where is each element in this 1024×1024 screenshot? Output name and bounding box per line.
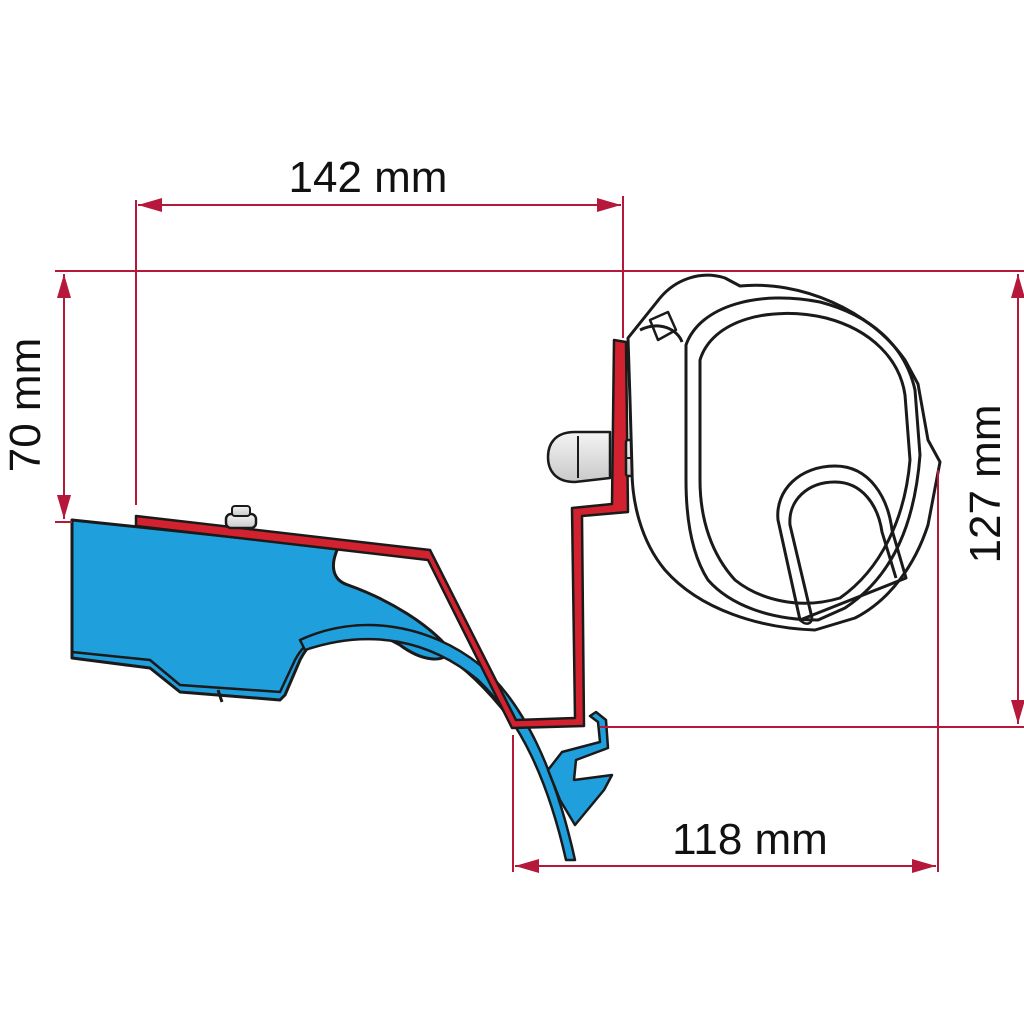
arrow-127-top xyxy=(1011,274,1024,298)
dimension-label-127: 127 mm xyxy=(961,405,1010,564)
cassette-inner-panel xyxy=(698,311,912,605)
roof-screw xyxy=(216,689,224,703)
fabric-slot-end xyxy=(799,617,814,625)
dimension-lines xyxy=(55,196,1024,872)
cassette-inner-shell xyxy=(684,296,922,622)
fabric-roller-outer xyxy=(776,464,908,622)
arrow-70-top xyxy=(57,274,71,298)
dimension-label-70: 70 mm xyxy=(1,338,50,472)
arrow-127-bottom xyxy=(1011,700,1024,724)
arrow-70-bottom xyxy=(57,495,71,519)
fabric-roller-inner xyxy=(788,480,898,619)
awning-cassette xyxy=(626,273,942,632)
cassette-slot xyxy=(648,310,678,342)
dimension-label-142: 142 mm xyxy=(289,153,448,202)
arrow-142-left xyxy=(138,198,162,212)
arrow-118-left xyxy=(515,859,539,873)
arrow-118-right xyxy=(912,859,936,873)
vehicle-roof-profile xyxy=(70,518,614,862)
roof-bolt xyxy=(224,505,258,530)
rain-gutter-profile xyxy=(546,710,614,827)
cassette-lip xyxy=(639,324,684,343)
bracket-profile xyxy=(134,338,630,730)
mounting-knob xyxy=(546,430,612,484)
dimension-arrowheads xyxy=(57,198,1024,873)
roof-outer-skin xyxy=(298,623,577,862)
arrow-142-right xyxy=(597,198,621,212)
dimension-label-118: 118 mm xyxy=(672,815,828,864)
